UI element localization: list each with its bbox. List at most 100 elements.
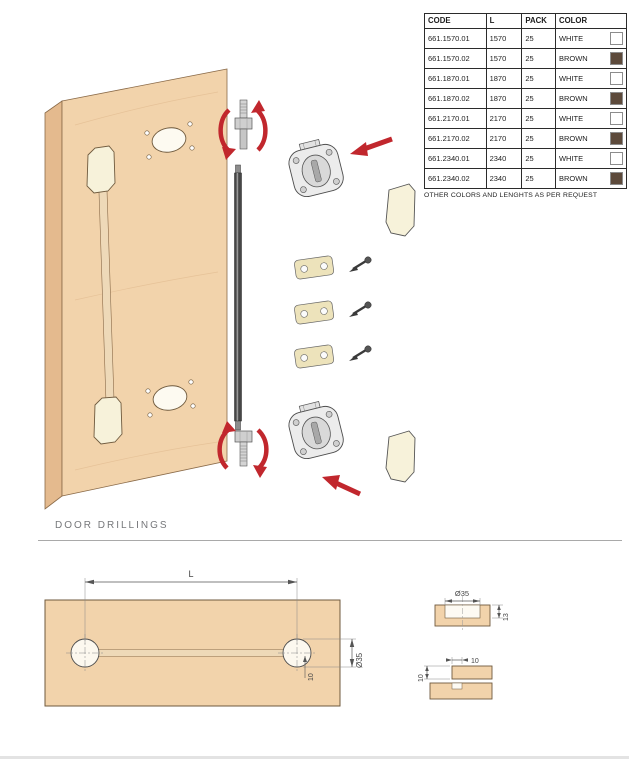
dimension-hole-diameter: Ø35 [303, 638, 364, 668]
arrowhead [322, 475, 340, 490]
color-swatch [610, 111, 623, 125]
arrow-bottom-flange [322, 475, 362, 497]
cell-code: 661.1870.02 [424, 87, 487, 109]
color-swatch [610, 71, 623, 85]
dim-label-groove-offset: 10 [308, 673, 315, 681]
groove [84, 649, 298, 657]
assembly-illustration [44, 68, 416, 510]
arrowhead [350, 142, 368, 156]
dimension-length: L [84, 569, 298, 644]
screw [349, 345, 372, 361]
cover-cap-bottom [385, 430, 416, 483]
table-row: 661.1570.01 1570 25 WHITE [424, 27, 628, 49]
wood-grain [74, 271, 219, 301]
table-row: 661.2340.01 2340 25 WHITE [424, 147, 628, 169]
top-adjuster-bolt [234, 99, 253, 150]
section-divider [38, 540, 622, 541]
color-name: WHITE [558, 153, 584, 163]
cell-color: BROWN [554, 167, 628, 189]
rotation-arrow-right [255, 108, 268, 152]
screw [349, 301, 372, 317]
cell-pack: 25 [521, 27, 556, 49]
header-code: CODE [424, 13, 487, 29]
cell-code: 661.2340.02 [424, 167, 487, 189]
table-note: OTHER COLORS AND LENGHTS AS PER REQUEST [424, 191, 598, 199]
cell-color: BROWN [554, 47, 628, 69]
cell-color: BROWN [554, 127, 628, 149]
section-groove: 10 10 [418, 657, 493, 700]
cell-color: BROWN [554, 87, 628, 109]
cell-color: WHITE [554, 147, 628, 169]
door-isometric-view [44, 68, 228, 510]
flushbolt-rod [234, 164, 242, 431]
table-row: 661.2340.02 2340 25 BROWN [424, 167, 628, 189]
dim-label-groove-width: 10 [471, 658, 479, 665]
door-front-face [61, 68, 228, 497]
arrowhead [253, 465, 267, 478]
cell-length: 1570 [485, 47, 523, 69]
color-swatch [610, 51, 623, 65]
table-row: 661.1870.02 1870 25 BROWN [424, 87, 628, 109]
cell-color: WHITE [554, 107, 628, 129]
dim-label-length: L [188, 569, 193, 579]
cell-pack: 25 [521, 147, 556, 169]
cell-pack: 25 [521, 47, 556, 69]
cell-length: 1870 [485, 87, 523, 109]
header-pack: PACK [521, 13, 556, 29]
cell-pack: 25 [521, 167, 556, 189]
mounting-plate [294, 344, 335, 369]
cell-pack: 25 [521, 67, 556, 89]
section-hole-depth: Ø35 13 [434, 589, 510, 632]
color-name: BROWN [558, 53, 588, 63]
table-row: 661.2170.02 2170 25 BROWN [424, 127, 628, 149]
rotation-arrow-left [217, 428, 230, 470]
cell-pack: 25 [521, 107, 556, 129]
color-swatch [610, 31, 623, 45]
table-header-row: CODE L PACK COLOR [424, 13, 628, 29]
section-title-door-drillings: DOOR DRILLINGS [55, 520, 169, 531]
table-row: 661.1570.02 1570 25 BROWN [424, 47, 628, 69]
color-name: WHITE [558, 73, 584, 83]
table-row: 661.2170.01 2170 25 WHITE [424, 107, 628, 129]
rotation-arrows-bottom [217, 421, 269, 478]
wood-grain [74, 91, 219, 126]
cell-pack: 25 [521, 127, 556, 149]
color-swatch [610, 151, 623, 165]
mounting-plate [294, 300, 335, 325]
cell-length: 2340 [485, 167, 523, 189]
arrowhead [222, 147, 236, 160]
door-side-face [44, 100, 63, 510]
cell-pack: 25 [521, 87, 556, 109]
cell-code: 661.2340.01 [424, 147, 487, 169]
header-color: COLOR [554, 13, 628, 29]
rotation-arrows-top [218, 100, 268, 160]
screw [349, 256, 372, 272]
wood-grain [74, 441, 219, 471]
color-swatch [610, 91, 623, 105]
dim-label-section-diameter: Ø35 [455, 589, 469, 598]
color-swatch [610, 131, 623, 145]
door-bottom-hole [145, 379, 196, 418]
cell-length: 2170 [485, 107, 523, 129]
door-plan-view [44, 599, 341, 707]
spec-table: CODE L PACK COLOR 661.1570.01 1570 25 WH… [424, 13, 628, 199]
table-row: 661.1870.01 1870 25 WHITE [424, 67, 628, 89]
faceplate-bottom [93, 396, 123, 445]
color-name: BROWN [558, 93, 588, 103]
mounting-plate [294, 255, 335, 280]
cell-code: 661.2170.01 [424, 107, 487, 129]
dim-label-groove-depth: 10 [418, 674, 425, 682]
door-drilling-drawing: L Ø35 10 Ø35 13 [44, 569, 510, 707]
door-flushbolt-recess [86, 145, 123, 445]
cell-code: 661.1570.01 [424, 27, 487, 49]
arrowhead [251, 100, 265, 113]
header-length: L [485, 13, 523, 29]
door-top-hole [144, 121, 195, 160]
cell-length: 1570 [485, 27, 523, 49]
dim-label-section-depth: 13 [503, 613, 510, 621]
lock-flange-bottom [288, 401, 344, 460]
cell-length: 2340 [485, 147, 523, 169]
lock-flange-top [288, 139, 344, 198]
dimension-groove-offset: 10 [303, 656, 315, 681]
